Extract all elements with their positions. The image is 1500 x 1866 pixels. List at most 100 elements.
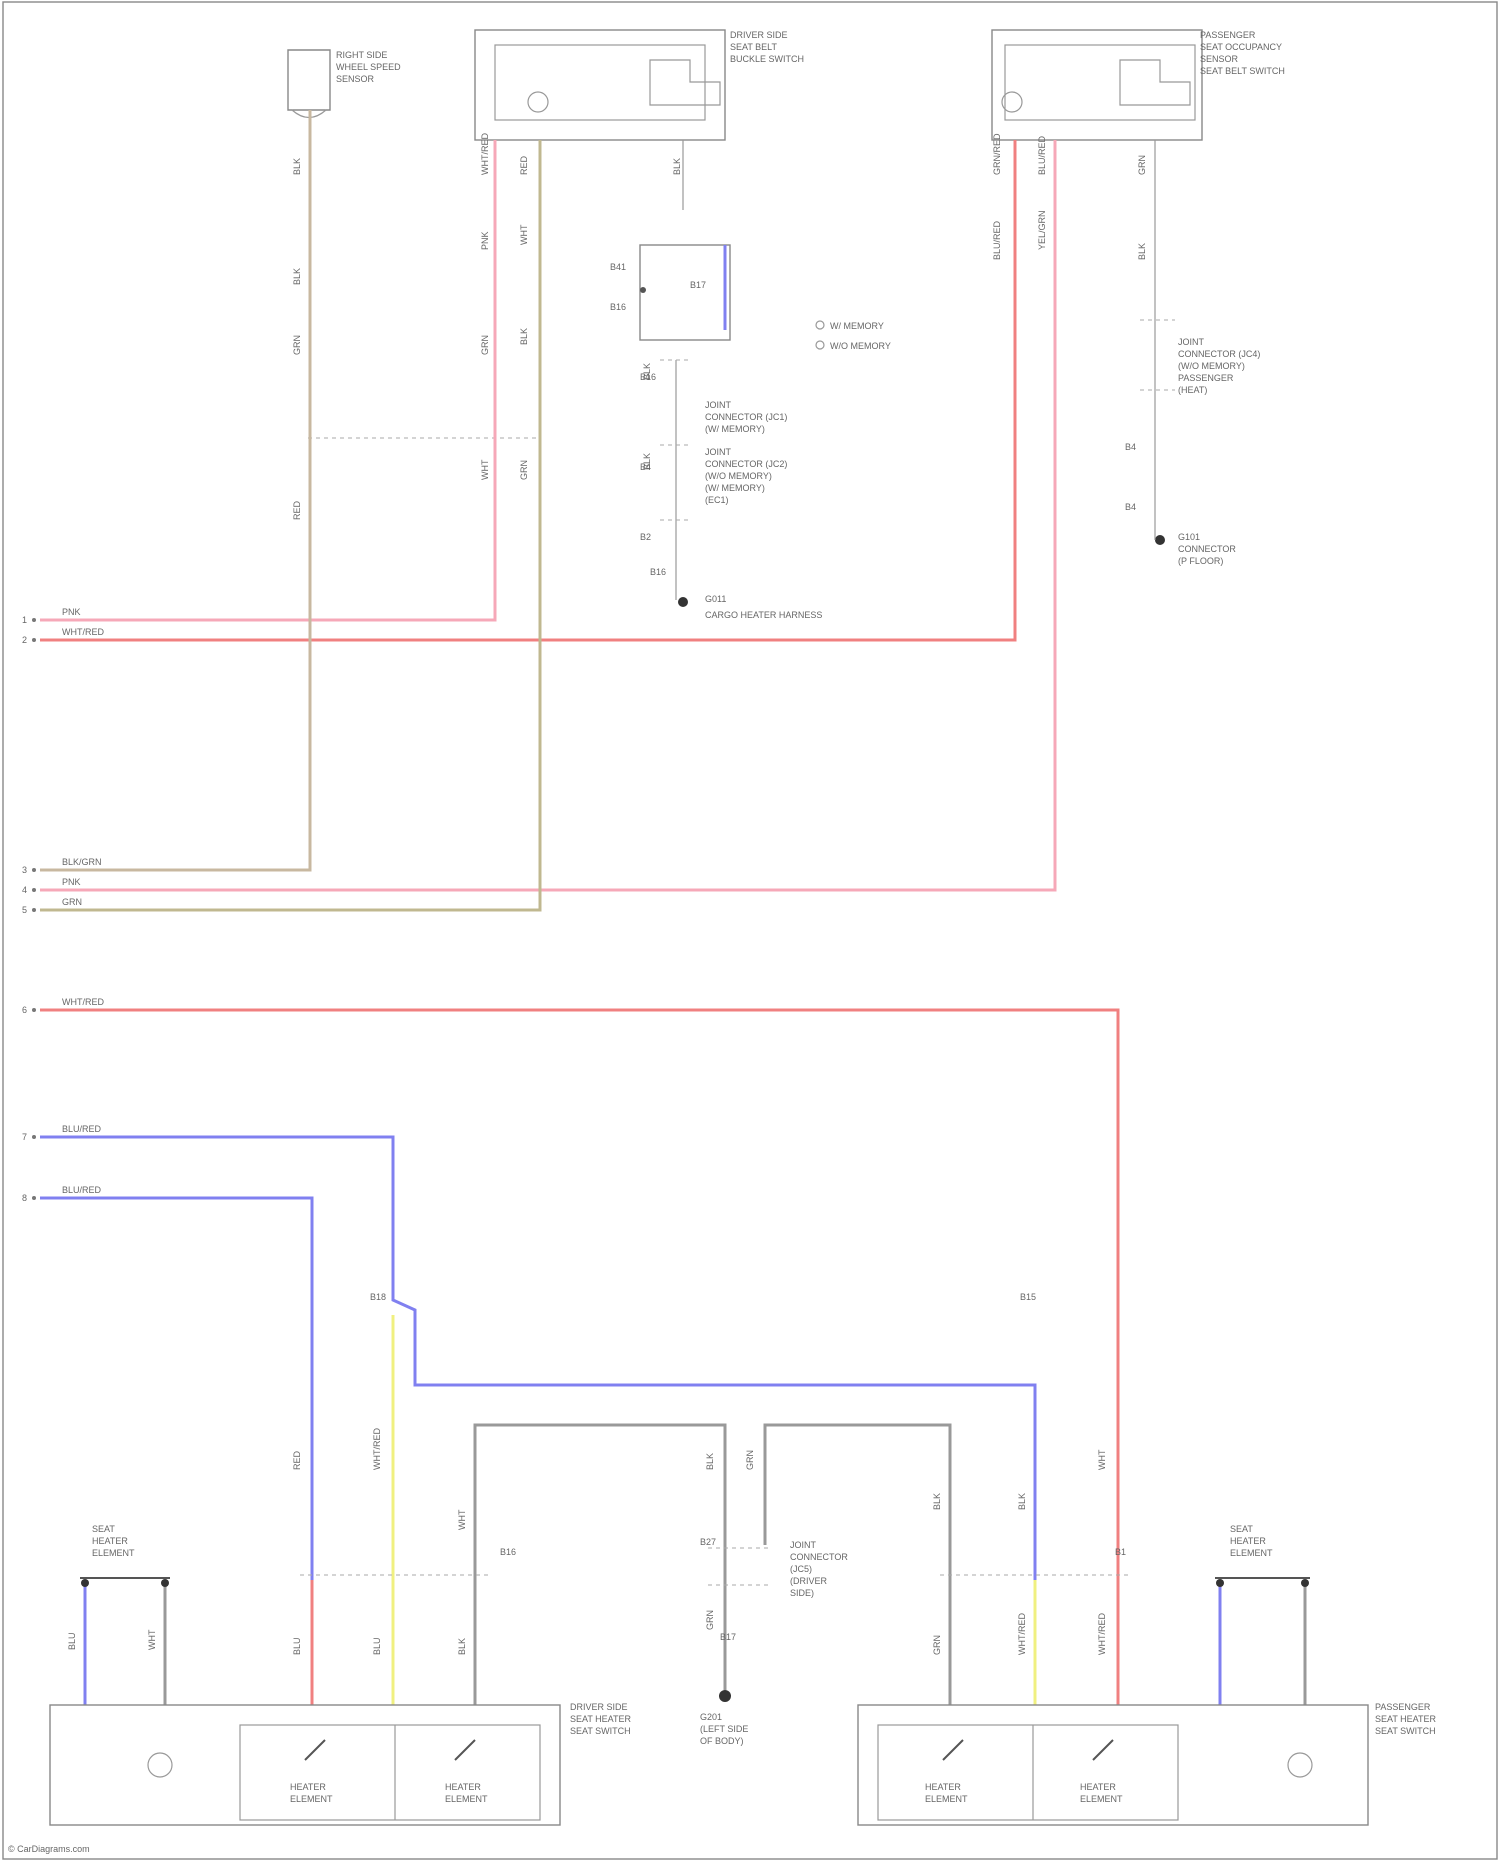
- right-heater-unit-line-1: HEATER: [1080, 1782, 1116, 1792]
- jc3-line-1: JOINT: [1178, 337, 1205, 347]
- right-element-line-3: ELEMENT: [1230, 1548, 1273, 1558]
- row-terminal-dot: [32, 1135, 36, 1139]
- jc2-line-3: (W/O MEMORY): [705, 471, 772, 481]
- ground-2-line-1: G101: [1178, 532, 1200, 542]
- left-heater-unit-line-1: HEATER: [445, 1782, 481, 1792]
- wire-color-label: GRN/RED: [992, 133, 1002, 175]
- connector-pin-label: B16: [500, 1547, 516, 1557]
- wire-color-label: WHT: [147, 1629, 157, 1650]
- connector-pin-label: B4: [640, 462, 651, 472]
- joint-connector-3-note: JOINT CONNECTOR (JC4) (W/O MEMORY) PASSE…: [1178, 337, 1260, 395]
- row-terminal-dot: [32, 638, 36, 642]
- row-wire-label: BLK/GRN: [62, 857, 102, 867]
- row-terminal-dot: [32, 618, 36, 622]
- wire-row-2: [40, 140, 1015, 640]
- wire-color-label: BLK: [292, 268, 302, 285]
- wire-color-label: BLK: [705, 1453, 715, 1470]
- ground-3-line-1: G201: [700, 1712, 722, 1722]
- wire-labels: BLKBLKGRNREDWHT/REDPNKGRNWHTREDWHTBLKGRN…: [67, 133, 1147, 1655]
- jc3-line-4: PASSENGER: [1178, 373, 1234, 383]
- wire-color-label: YEL/GRN: [1037, 210, 1047, 250]
- speed-sensor-line-3: SENSOR: [336, 74, 375, 84]
- right-heater-element: SEAT HEATER ELEMENT: [1215, 1524, 1310, 1587]
- wire-color-label: GRN: [292, 335, 302, 355]
- connector-pin-label: B4: [1125, 442, 1136, 452]
- passenger-seat-switch-line-1: PASSENGER: [1200, 30, 1256, 40]
- wire-color-label: GRN: [480, 335, 490, 355]
- relay-box: [640, 245, 730, 340]
- ground-3-line-3: OF BODY): [700, 1736, 744, 1746]
- right-element-line-1: SEAT: [1230, 1524, 1253, 1534]
- wire-color-label: BLU: [292, 1637, 302, 1655]
- ground-2: G101 CONNECTOR (P FLOOR): [1155, 532, 1236, 566]
- jc1-line-3: (W/ MEMORY): [705, 424, 765, 434]
- jc4-line-2: CONNECTOR: [790, 1552, 848, 1562]
- wire-color-label: WHT: [1097, 1449, 1107, 1470]
- connector-pin-label: B2: [640, 532, 651, 542]
- passenger-heater-switch: PASSENGER SEAT HEATER SEAT SWITCH HEATER…: [858, 1702, 1437, 1825]
- bottom-wires: [40, 1010, 1220, 1705]
- wire-color-label: GRN: [932, 1635, 942, 1655]
- wire-color-label: WHT: [480, 459, 490, 480]
- jc4-line-4: (DRIVER: [790, 1576, 828, 1586]
- row-terminal-dot: [32, 1008, 36, 1012]
- wire-row-6: [40, 1010, 1118, 1705]
- wire-color-label: RED: [292, 1450, 302, 1470]
- ground-icon: [678, 597, 688, 607]
- page-border: [3, 2, 1497, 1859]
- speed-sensor-line-1: RIGHT SIDE: [336, 50, 387, 60]
- passenger-seat-switch-line-4: SEAT BELT SWITCH: [1200, 66, 1285, 76]
- wire-color-label: WHT/RED: [480, 133, 490, 175]
- passenger-seat-switch-line-2: SEAT OCCUPANCY: [1200, 42, 1282, 52]
- jc2-line-4: (W/ MEMORY): [705, 483, 765, 493]
- right-element-line-2: HEATER: [1230, 1536, 1266, 1546]
- wire-color-label: BLK: [1017, 1493, 1027, 1510]
- driver-seat-switch-line-3: BUCKLE SWITCH: [730, 54, 804, 64]
- jc4-line-5: SIDE): [790, 1588, 814, 1598]
- wire-color-label: GRN: [519, 460, 529, 480]
- jc1-line-1: JOINT: [705, 400, 732, 410]
- driver-heater-switch: DRIVER SIDE SEAT HEATER SEAT SWITCH HEAT…: [50, 1702, 632, 1825]
- jc2-line-5: (EC1): [705, 495, 729, 505]
- passenger-heater-line-1: PASSENGER: [1375, 1702, 1431, 1712]
- row-label: 6: [22, 1005, 27, 1015]
- switch-contact-icon: [943, 1740, 1113, 1760]
- row-wire-label: BLU/RED: [62, 1185, 102, 1195]
- wire-row-5: [40, 140, 540, 910]
- ground-2-line-3: (P FLOOR): [1178, 556, 1223, 566]
- left-heater-unit-line-2: ELEMENT: [445, 1794, 488, 1804]
- left-heater-element: SEAT HEATER ELEMENT: [80, 1524, 170, 1587]
- middle-ground-wire: [676, 140, 683, 600]
- row-label: 7: [22, 1132, 27, 1142]
- jc3-line-3: (W/O MEMORY): [1178, 361, 1245, 371]
- row-terminal-dot: [32, 908, 36, 912]
- jc4-line-3: (JC5): [790, 1564, 812, 1574]
- connector-pin-label: B16: [650, 567, 666, 577]
- passenger-seat-switch: PASSENGER SEAT OCCUPANCY SENSOR SEAT BEL…: [992, 30, 1285, 140]
- connector-pin-label: B27: [700, 1537, 716, 1547]
- row-label: 3: [22, 865, 27, 875]
- jc3-line-5: (HEAT): [1178, 385, 1207, 395]
- row-label: 1: [22, 615, 27, 625]
- driver-seat-switch-line-1: DRIVER SIDE: [730, 30, 788, 40]
- row-terminal-dot: [32, 868, 36, 872]
- connector-pin-label: B15: [1020, 1292, 1036, 1302]
- wire-color-label: BLU: [67, 1632, 77, 1650]
- connector-pin-label: B4: [1125, 502, 1136, 512]
- wire-color-label: BLK: [457, 1638, 467, 1655]
- wire-color-label: RED: [519, 155, 529, 175]
- wire-row-7: [40, 1137, 1035, 1580]
- wire-color-label: BLU/RED: [992, 220, 1002, 260]
- jc3-line-2: CONNECTOR (JC4): [1178, 349, 1260, 359]
- left-seat-unit-line-1: HEATER: [290, 1782, 326, 1792]
- row-label: 4: [22, 885, 27, 895]
- row-label: 5: [22, 905, 27, 915]
- wire-row-1: [40, 140, 495, 620]
- right-dashes: [1140, 320, 1175, 390]
- wire-row-4: [40, 140, 1055, 890]
- legend: W/ MEMORY W/O MEMORY: [816, 321, 891, 351]
- ground-1-line-2: CARGO HEATER HARNESS: [705, 610, 822, 620]
- connector-pin-label: B17: [720, 1632, 736, 1642]
- left-element-line-2: HEATER: [92, 1536, 128, 1546]
